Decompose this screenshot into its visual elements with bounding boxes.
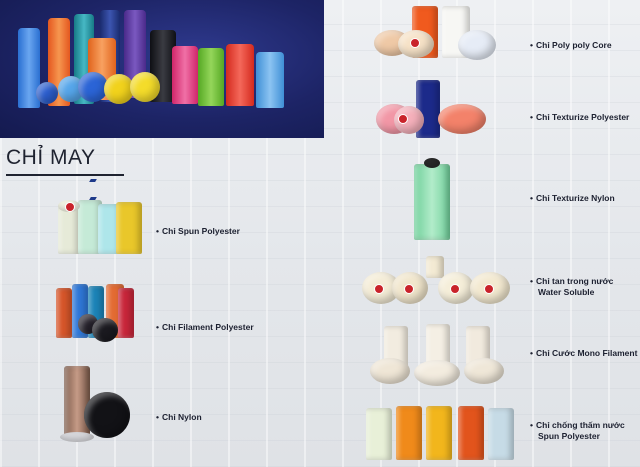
product-label-poly-poly-core: •Chỉ Poly poly Core xyxy=(530,40,612,50)
product-label-mono-filament: •Chỉ Cước Mono Filament xyxy=(530,348,638,358)
product-image-texturize-nylon xyxy=(404,158,460,242)
product-label-filament-polyester: •Chỉ Filament Polyester xyxy=(156,322,254,332)
product-image-spun-polyester xyxy=(52,196,148,258)
cone-sky xyxy=(256,52,284,108)
cone-red xyxy=(226,44,254,106)
section-title: CHỈ MAY xyxy=(6,146,96,169)
spool-blue-2 xyxy=(78,72,108,102)
product-label-water-soluble: •Chỉ tan trong nước Water Soluble xyxy=(530,276,614,297)
product-image-water-soluble xyxy=(360,256,520,310)
spool-blue xyxy=(36,82,58,104)
cone-green xyxy=(198,48,224,106)
product-label-nylon: •Chỉ Nylon xyxy=(156,412,202,422)
product-image-waterproof-spun-polyester xyxy=(362,404,524,464)
product-label-texturize-nylon: •Chỉ Texturize Nylon xyxy=(530,193,615,203)
spool-yellow xyxy=(104,74,134,104)
section-header: CHỈ MAY xyxy=(6,146,124,218)
product-image-mono-filament xyxy=(368,322,518,388)
spool-yellow-2 xyxy=(130,72,160,102)
product-label-spun-polyester: •Chỉ Spun Polyester xyxy=(156,226,240,236)
title-underline xyxy=(6,174,124,176)
product-image-nylon xyxy=(54,362,150,446)
product-image-poly-poly-core xyxy=(370,4,520,68)
product-label-waterproof-spun-polyester: •Chỉ chống thấm nước Spun Polyester xyxy=(530,420,625,441)
product-image-texturize-polyester xyxy=(370,78,500,142)
hero-thread-photo xyxy=(0,0,324,138)
product-image-filament-polyester xyxy=(54,280,138,344)
cone-blue xyxy=(18,28,40,108)
cone-pink xyxy=(172,46,198,104)
product-label-texturize-polyester: •Chỉ Texturize Polyester xyxy=(530,112,630,122)
